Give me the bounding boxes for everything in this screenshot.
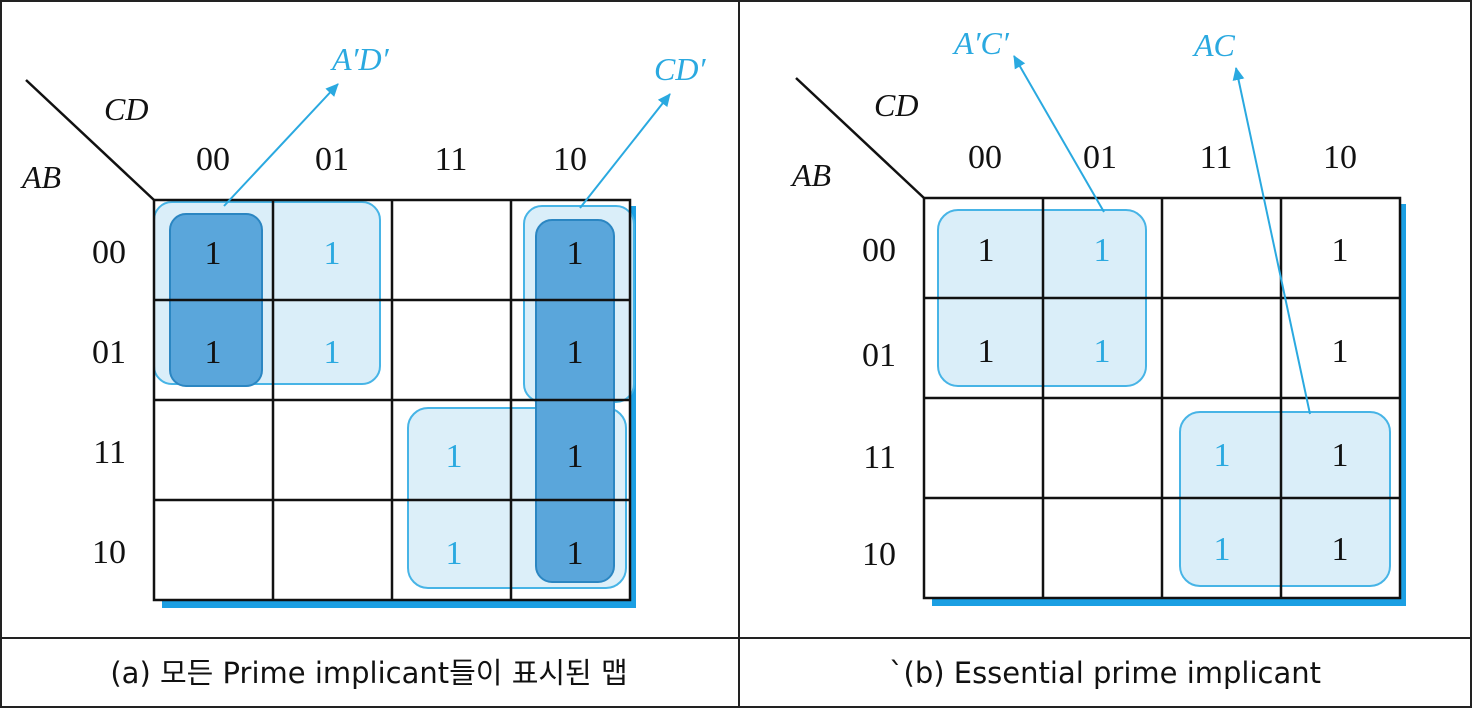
cell-value: 1 (978, 232, 995, 269)
cell-value: 1 (1214, 531, 1231, 568)
kmap-a: CD AB 00 01 11 10 00 01 11 10 1 1 1 1 1 … (20, 41, 706, 608)
row-var-label: AB (20, 159, 61, 195)
col-label: 00 (968, 139, 1002, 176)
cell-value: 1 (567, 438, 584, 475)
row-label: 00 (862, 232, 896, 269)
col-label: 00 (196, 141, 230, 178)
cell-value: 1 (1094, 232, 1111, 269)
kmap-grid (922, 196, 1402, 600)
col-var-label: CD (874, 87, 918, 123)
corner-diagonal (25, 79, 155, 201)
cell-value: 1 (1332, 437, 1349, 474)
row-label: 01 (92, 334, 126, 371)
cell-value: 1 (324, 334, 341, 371)
cell-value: 1 (567, 334, 584, 371)
row-var-label: AB (790, 157, 831, 193)
cell-value: 1 (1332, 333, 1349, 370)
cell-value: 1 (1214, 437, 1231, 474)
arrow-ac (1232, 67, 1311, 415)
col-label: 10 (553, 141, 587, 178)
col-label: 11 (1200, 139, 1233, 176)
kmap-b: CD AB 00 01 11 10 00 01 11 10 1 1 1 1 1 … (790, 25, 1406, 606)
row-label: 11 (863, 439, 896, 476)
cell-value: 1 (446, 438, 463, 475)
col-label: 01 (315, 141, 349, 178)
term-label: A′D′ (330, 41, 390, 77)
caption-a: (a) 모든 Prime implicant들이 표시된 맵 (110, 656, 628, 690)
arrow-cd (579, 93, 671, 209)
term-label: A′C′ (952, 25, 1010, 61)
arrow-ac-prime (1013, 55, 1105, 213)
arrow-ad (223, 83, 339, 207)
col-var-label: CD (104, 91, 148, 127)
cell-value: 1 (1094, 333, 1111, 370)
cell-value: 1 (205, 334, 222, 371)
term-label: CD′ (654, 51, 706, 87)
cell-value: 1 (1332, 531, 1349, 568)
cell-value: 1 (324, 235, 341, 272)
kmap-grid (152, 198, 632, 602)
corner-diagonal (795, 77, 925, 199)
caption-b: `(b) Essential prime implicant (889, 656, 1321, 690)
row-label: 00 (92, 234, 126, 271)
row-label: 10 (92, 534, 126, 571)
cell-value: 1 (205, 235, 222, 272)
col-label: 11 (435, 141, 468, 178)
row-label: 10 (862, 536, 896, 573)
cell-value: 1 (1332, 232, 1349, 269)
term-label: AC (1192, 27, 1236, 63)
col-label: 01 (1083, 139, 1117, 176)
cell-value: 1 (978, 333, 995, 370)
cell-value: 1 (567, 235, 584, 272)
col-label: 10 (1323, 139, 1357, 176)
cell-value: 1 (567, 535, 584, 572)
cell-value: 1 (446, 535, 463, 572)
row-label: 11 (93, 434, 126, 471)
row-label: 01 (862, 337, 896, 374)
